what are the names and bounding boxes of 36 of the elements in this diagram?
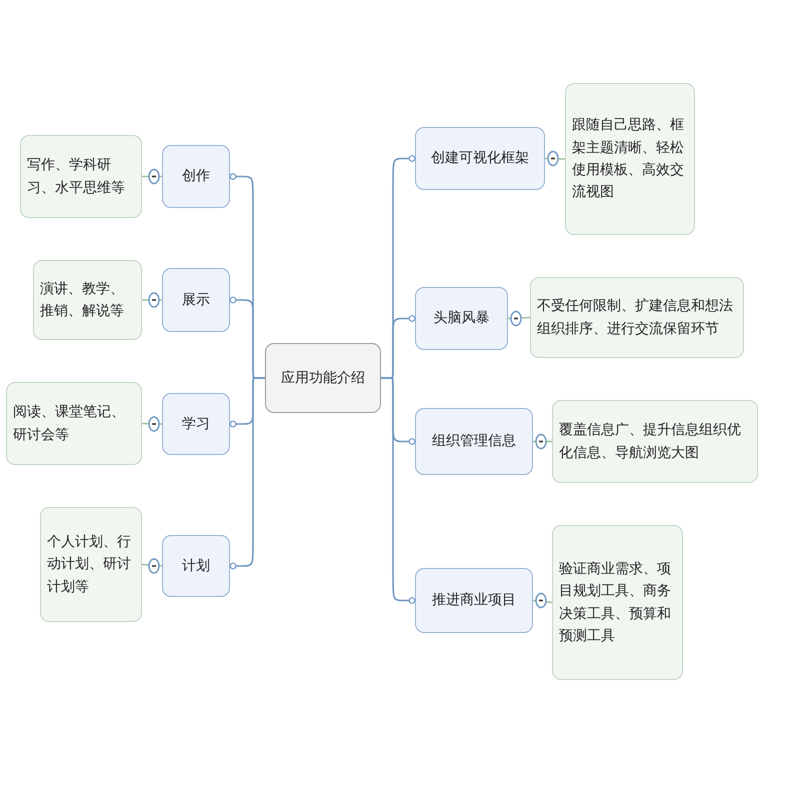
subtopic-box [6,382,142,465]
subtopic-box [552,525,683,680]
topic-box [415,287,508,350]
topic-text: 演讲、教学、推销、解说等 [40,280,125,321]
topic-text: 应用功能介绍 [281,368,365,388]
topic-box [162,145,230,208]
subtopic-box [552,400,758,483]
topic-box [162,535,230,597]
topic-box [415,408,533,475]
subtopic-box [20,135,142,218]
topic-text: 写作、学科研习、水平思维等 [27,156,126,198]
topic-text: 阅读、课堂笔记、研讨会等 [13,403,126,444]
topic-text: 展示 [182,290,210,310]
topic-box [162,268,230,332]
topic-text: 验证商业需求、项目规划工具、商务决策工具、预算和预测工具 [559,560,672,646]
topic-text: 头脑风暴 [434,309,490,328]
topic-text: 跟随自己思路、框架主题清晰、轻松使用模板、高效交流视图 [572,116,685,202]
topic-text: 不受任何限制、扩建信息和想法组织排序、进行交流保留环节 [537,297,734,338]
topic-text: 学习 [182,414,210,434]
topic-text: 个人计划、行动计划、研讨计划等 [47,532,132,597]
topic-text: 创建可视化框架 [431,149,529,168]
topic-text: 计划 [182,556,210,576]
connector-line [381,377,416,604]
topic-text: 创作 [182,167,210,186]
central-topic-box [265,343,381,413]
subtopic-box [40,507,142,622]
topic-box [415,568,533,633]
subtopic-box [33,260,142,340]
topic-box [162,393,230,455]
subtopic-box [530,277,744,358]
topic-text: 组织管理信息 [432,432,516,452]
topic-text: 覆盖信息广、提升信息组织优化信息、导航浏览大图 [559,421,742,462]
topic-text: 推进商业项目 [432,591,516,610]
subtopic-box [565,83,695,235]
connector-line [230,377,265,570]
topic-box [415,127,545,190]
